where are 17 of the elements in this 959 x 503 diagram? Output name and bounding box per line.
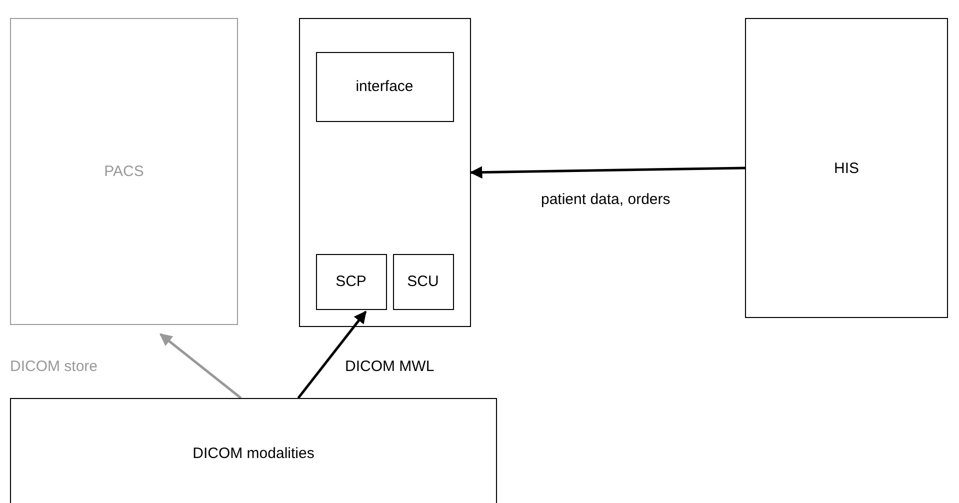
- process-box: [10, 18, 238, 325]
- process-box: [316, 52, 454, 122]
- container-box: [299, 18, 471, 327]
- node-label: HIS: [834, 160, 859, 176]
- process-box: [316, 254, 386, 310]
- node-label: SCU: [407, 273, 439, 290]
- arrow: [297, 310, 367, 399]
- process-box: [10, 398, 497, 503]
- process-box: [745, 18, 948, 318]
- node-label: SCP: [336, 273, 366, 290]
- arrow: [470, 166, 746, 179]
- node-label: interface: [356, 78, 414, 95]
- arrow: [160, 333, 242, 399]
- node-label: PACS: [104, 163, 144, 180]
- edge-label: patient data, orders: [541, 191, 670, 208]
- node-label: DICOM modalities: [192, 444, 314, 462]
- process-box: [392, 254, 454, 310]
